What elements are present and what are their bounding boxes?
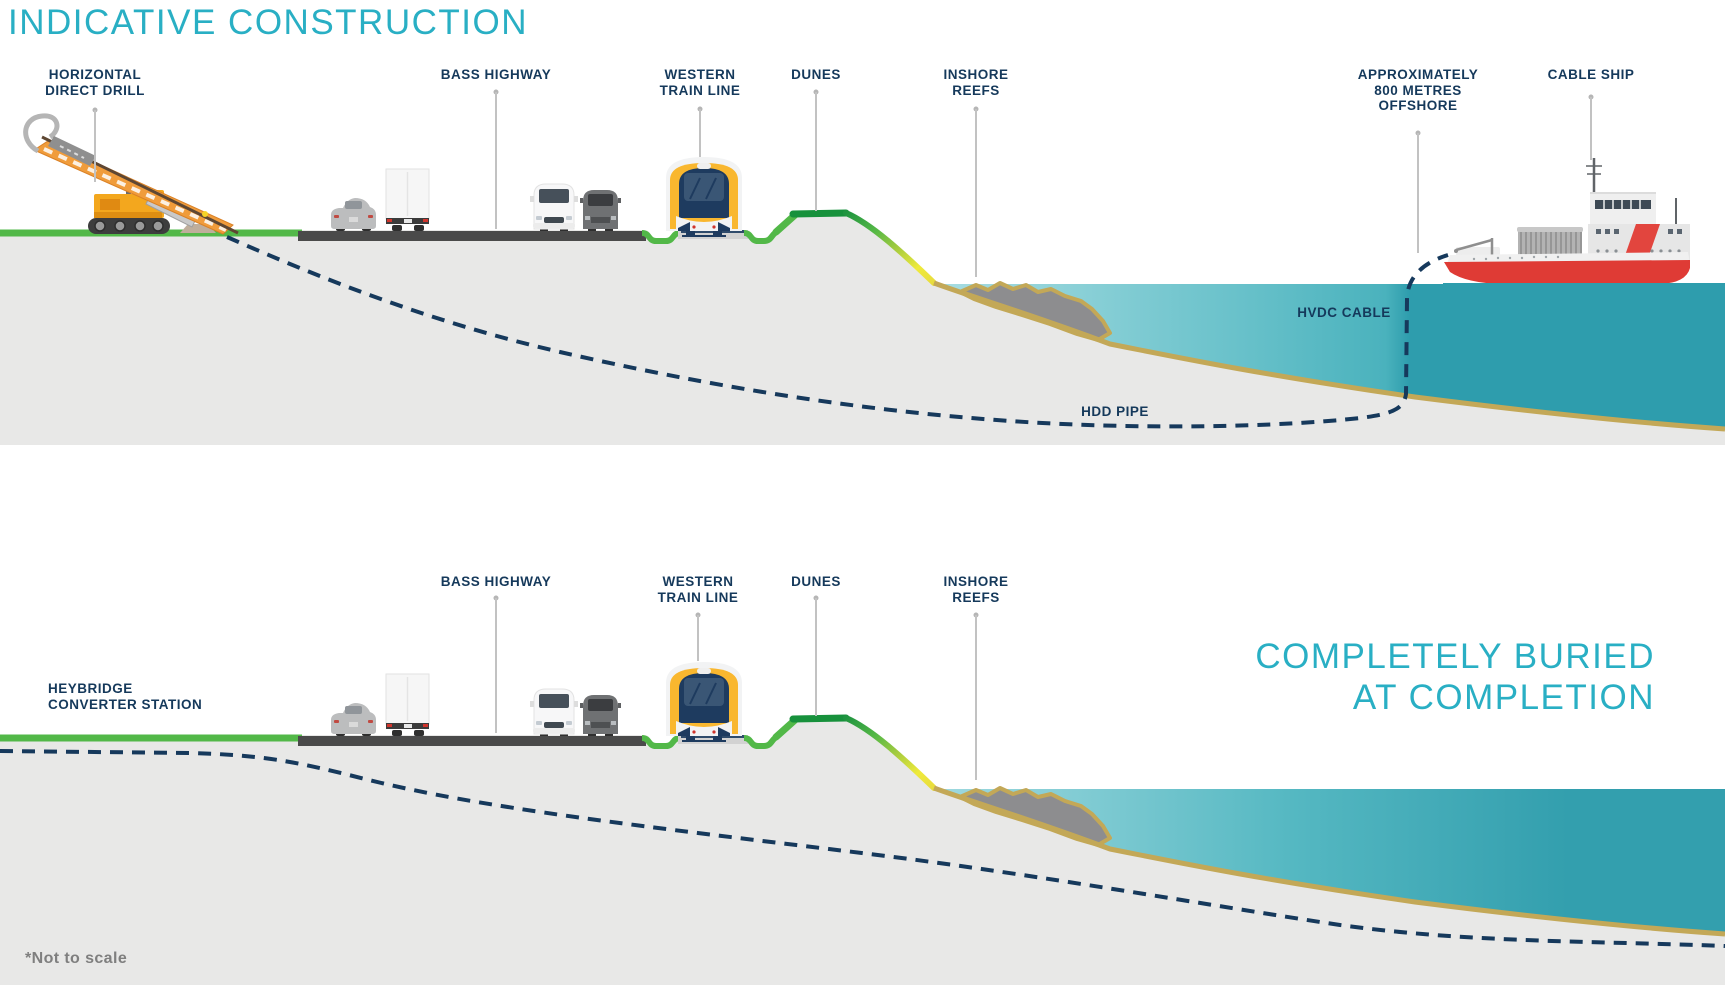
bottom-leader-lines: [493, 595, 979, 780]
horizontal-direct-drill-rig: [23, 113, 239, 235]
label-dunes-bottom: DUNES: [791, 574, 841, 589]
not-to-scale-note: *Not to scale: [25, 950, 128, 967]
label-hdd-pipe: HDD PIPE: [1081, 404, 1149, 419]
label-800-metres-offshore: APPROXIMATELY 800 METRES OFFSHORE: [1357, 67, 1479, 113]
ship-hull: [1444, 260, 1690, 284]
bow-crane: [1455, 238, 1493, 252]
label-heybridge-converter-station: HEYBRIDGE CONVERTER STATION: [48, 681, 203, 712]
label-hvdc-cable: HVDC CABLE: [1297, 305, 1391, 320]
label-western-train-line-bottom: WESTERN TRAIN LINE: [657, 574, 739, 605]
top-leader-lines: [92, 89, 1594, 277]
label-inshore-reefs-bottom: INSHORE REEFS: [943, 574, 1009, 605]
label-cable-ship: CABLE SHIP: [1547, 67, 1635, 82]
hdd-pipe-hvdc-cable-dashed-line: [226, 235, 1449, 429]
waterline: [1443, 283, 1725, 288]
cable-tank: [1517, 227, 1583, 256]
label-dunes-top: DUNES: [791, 67, 841, 82]
label-inshore-reefs-top: INSHORE REEFS: [943, 67, 1009, 98]
label-bass-highway-top: BASS HIGHWAY: [440, 67, 552, 82]
label-western-train-line-top: WESTERN TRAIN LINE: [659, 67, 741, 98]
top-panel-title: INDICATIVE CONSTRUCTION: [8, 3, 528, 42]
buried-cable-dashed-line: [0, 749, 1725, 948]
label-horizontal-direct-drill: HORIZONTAL DIRECT DRILL: [45, 67, 145, 98]
label-bass-highway-bottom: BASS HIGHWAY: [440, 574, 552, 589]
bottom-panel-title: COMPLETELY BURIED AT COMPLETION: [1255, 637, 1655, 717]
cable-ship-vessel: [1443, 158, 1725, 288]
